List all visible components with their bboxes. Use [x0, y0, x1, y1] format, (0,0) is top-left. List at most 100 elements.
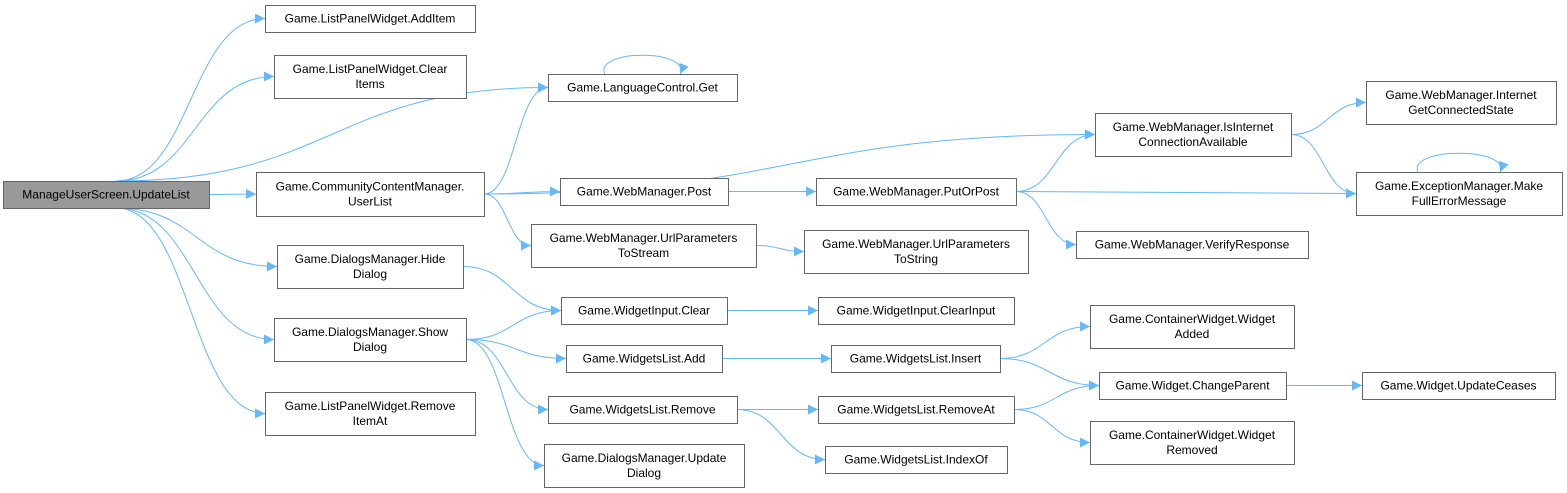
edge-root-to-langGet [116, 82, 549, 182]
node-label: Game.DialogsManager.Update [562, 451, 727, 465]
node-label: Game.LanguageControl.Get [567, 81, 718, 95]
edge-wlInsert-to-changeParent [999, 358, 1100, 391]
edges-layer [116, 13, 1509, 471]
edge-root-to-userList [208, 189, 257, 200]
node-box [818, 297, 1015, 325]
node-label: Game.Widget.UpdateCeases [1380, 379, 1536, 393]
node-label: ManageUserScreen.UpdateList [22, 188, 190, 202]
edge-showDialog-to-updateDialog [465, 339, 545, 471]
node-wlAdd[interactable]: Game.WidgetsList.Add [566, 345, 723, 373]
node-wlIndexOf[interactable]: Game.WidgetsList.IndexOf [825, 446, 1008, 474]
node-box [265, 392, 476, 436]
node-label: Game.WidgetInput.Clear [578, 304, 710, 318]
node-label: Game.WidgetsList.Remove [569, 403, 715, 417]
edge-root-to-showDialog [116, 207, 275, 345]
node-wlInsert[interactable]: Game.WidgetsList.Insert [831, 345, 1001, 373]
node-label: ToStream [618, 246, 669, 260]
node-label: Game.ContainerWidget.Widget [1109, 312, 1276, 326]
node-label: Game.WebManager.Post [577, 185, 712, 199]
node-changeParent[interactable]: Game.Widget.ChangeParent [1099, 372, 1287, 400]
node-box [1099, 372, 1287, 400]
edge-putOrPost-to-verify [1015, 191, 1077, 250]
node-box [804, 230, 1029, 274]
node-box [818, 396, 1015, 424]
edge-makeError-to-makeError [1416, 152, 1509, 173]
node-wlRemove[interactable]: Game.WidgetsList.Remove [548, 396, 738, 424]
edge-userList-to-post [483, 186, 561, 197]
node-box [825, 446, 1008, 474]
node-label: Game.DialogsManager.Show [292, 325, 448, 339]
node-label: Game.ListPanelWidget.Remove [285, 399, 456, 413]
node-label: ToString [894, 252, 938, 266]
edge-isInternet-to-makeError [1290, 134, 1357, 199]
node-label: ItemAt [353, 414, 388, 428]
node-box [3, 181, 210, 209]
node-label: UserList [348, 195, 393, 209]
node-box [1362, 372, 1556, 400]
node-label: Game.WebManager.Internet [1385, 88, 1537, 102]
edge-wlRemove-to-wlIndexOf [736, 409, 826, 465]
node-label: Game.WebManager.UrlParameters [550, 231, 738, 245]
node-label: Added [1175, 327, 1210, 341]
node-addItem[interactable]: Game.ListPanelWidget.AddItem [265, 5, 476, 33]
edge-root-to-hideDialog [116, 207, 278, 272]
edge-root-to-clearItems [116, 71, 275, 182]
node-box [1090, 421, 1295, 465]
node-wlRemoveAt[interactable]: Game.WidgetsList.RemoveAt [818, 396, 1015, 424]
node-label: Game.WidgetsList.Add [583, 352, 706, 366]
node-box [1076, 231, 1309, 259]
node-verify[interactable]: Game.WebManager.VerifyResponse [1076, 231, 1309, 259]
edge-root-to-removeItemAt [116, 207, 266, 419]
node-box [274, 55, 467, 99]
edge-toStream-to-toString [755, 245, 805, 257]
node-putOrPost[interactable]: Game.WebManager.PutOrPost [816, 178, 1017, 206]
node-label: Game.DialogsManager.Hide [295, 252, 446, 266]
edge-showDialog-to-wlRemove [465, 339, 549, 415]
node-label: Dialog [627, 466, 661, 480]
node-box [277, 245, 464, 289]
node-post[interactable]: Game.WebManager.Post [560, 178, 729, 206]
edge-wlInsert-to-widgetAdded [999, 321, 1091, 359]
node-label: Game.WidgetsList.Insert [850, 352, 982, 366]
edge-putOrPost-to-makeError [1015, 188, 1357, 199]
node-label: Game.CommunityContentManager. [276, 180, 465, 194]
node-box [1366, 81, 1557, 125]
node-label: Dialog [353, 267, 387, 281]
node-box [1095, 113, 1292, 157]
node-box [816, 178, 1017, 206]
node-box [256, 172, 485, 217]
node-label: Dialog [353, 340, 387, 354]
edge-showDialog-to-wlAdd [465, 339, 567, 364]
node-wiClear[interactable]: Game.WidgetInput.Clear [561, 297, 728, 325]
node-box [531, 224, 757, 268]
edge-putOrPost-to-isInternet [1015, 129, 1096, 192]
node-root[interactable]: ManageUserScreen.UpdateList [3, 181, 210, 209]
node-label: Game.WebManager.VerifyResponse [1095, 238, 1290, 252]
node-label: GetConnectedState [1408, 103, 1514, 117]
node-langGet[interactable]: Game.LanguageControl.Get [548, 74, 738, 102]
node-connState[interactable]: Game.WebManager.InternetGetConnectedStat… [1366, 81, 1557, 125]
node-label: Game.ListPanelWidget.Clear [293, 62, 448, 76]
node-label: FullErrorMessage [1412, 194, 1507, 208]
node-box [548, 74, 738, 102]
node-updateCeases[interactable]: Game.Widget.UpdateCeases [1362, 372, 1556, 400]
node-isInternet[interactable]: Game.WebManager.IsInternetConnectionAvai… [1095, 113, 1292, 157]
edge-userList-to-toStream [483, 193, 532, 251]
node-label: Game.ExceptionManager.Make [1375, 179, 1543, 193]
node-box [561, 297, 728, 325]
node-label: Game.Widget.ChangeParent [1115, 379, 1270, 393]
node-makeError[interactable]: Game.ExceptionManager.MakeFullErrorMessa… [1356, 172, 1563, 216]
node-userList[interactable]: Game.CommunityContentManager.UserList [256, 172, 485, 217]
node-clearInput[interactable]: Game.WidgetInput.ClearInput [818, 297, 1015, 325]
node-label: Game.WidgetsList.RemoveAt [837, 403, 995, 417]
